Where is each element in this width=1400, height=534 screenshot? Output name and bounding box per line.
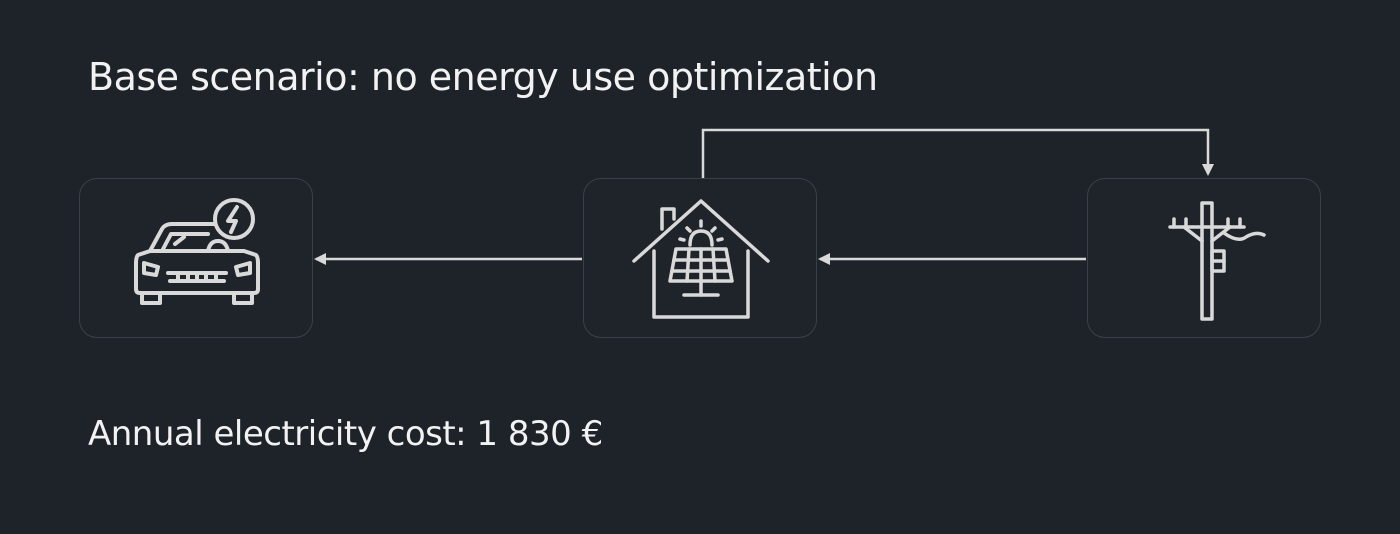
arrow-house-to-grid <box>701 128 1214 178</box>
node-electric-car <box>79 178 313 338</box>
power-pole-icon <box>1168 201 1266 321</box>
annual-cost-text: Annual electricity cost: 1 830 € <box>88 414 603 454</box>
house-solar-panel-icon <box>632 199 770 319</box>
node-house-solar <box>583 178 817 338</box>
diagram-title: Base scenario: no energy use optimizatio… <box>88 55 878 99</box>
node-power-grid <box>1087 178 1321 338</box>
electric-car-icon <box>134 198 260 305</box>
